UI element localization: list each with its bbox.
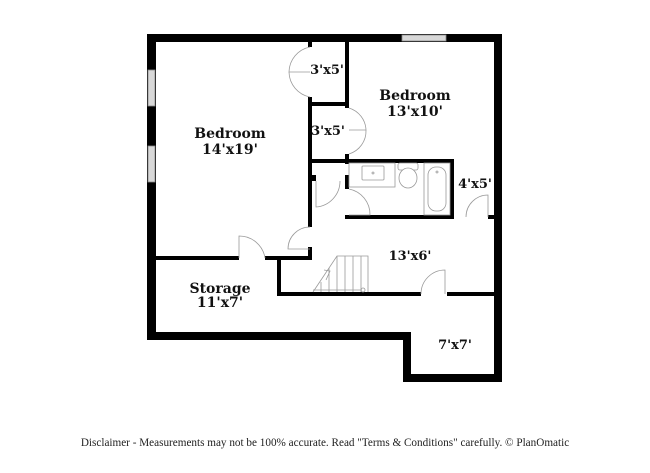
door-closet-1 bbox=[288, 46, 311, 73]
stairs-icon bbox=[312, 255, 369, 293]
room-dims: 3'x5' bbox=[311, 124, 345, 139]
door-bedroom-1 bbox=[287, 226, 311, 250]
bathroom-fixtures bbox=[348, 162, 451, 216]
disclaimer-text: Disclaimer - Measurements may not be 100… bbox=[80, 437, 570, 449]
door-closet-1b bbox=[288, 71, 311, 98]
room-labels: Bedroom 14'x19' Bedroom 13'x10' 3'x5' 3'… bbox=[189, 63, 491, 353]
door-closet-2b bbox=[348, 129, 367, 155]
room-name: Bedroom bbox=[194, 126, 266, 142]
outer-walls bbox=[147, 34, 502, 382]
door-closet-2 bbox=[348, 107, 367, 131]
window-left-2 bbox=[147, 145, 156, 183]
sink-icon bbox=[361, 165, 385, 181]
room-name: Bedroom bbox=[379, 88, 451, 104]
room-dims: 13'x10' bbox=[387, 104, 443, 120]
window-left-1 bbox=[147, 69, 156, 107]
room-dims: 13'x6' bbox=[389, 249, 432, 264]
room-dims: 11'x7' bbox=[197, 295, 243, 311]
room-dims: 4'x5' bbox=[458, 177, 492, 192]
toilet-icon bbox=[398, 167, 418, 189]
room-dims: 14'x19' bbox=[202, 142, 258, 158]
room-name: Storage bbox=[189, 281, 250, 297]
door-bath bbox=[348, 188, 371, 216]
window-top bbox=[401, 34, 447, 42]
doors bbox=[238, 46, 489, 295]
windows bbox=[147, 34, 447, 183]
door-hall-closet bbox=[315, 180, 341, 208]
door-7x7 bbox=[420, 269, 446, 295]
door-closet-3 bbox=[465, 194, 489, 218]
door-storage bbox=[238, 235, 266, 259]
room-dims: 3'x5' bbox=[310, 63, 344, 78]
interior-walls bbox=[156, 42, 495, 296]
room-dims: 7'x7' bbox=[438, 338, 472, 353]
